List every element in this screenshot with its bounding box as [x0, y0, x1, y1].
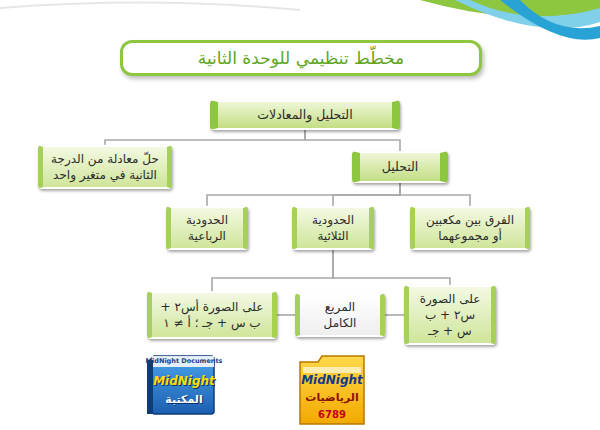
node-text: التحليل والمعادلات — [257, 107, 352, 124]
root-box: التحليل والمعادلات — [210, 100, 400, 130]
folder-shape — [300, 356, 364, 424]
node-text: على الصورة أس٢ + ب س + جـ ؛ أ ≠ ١ — [159, 299, 265, 331]
tree-connector — [212, 250, 333, 291]
topic-box: الحدودية الثلاثية — [292, 206, 374, 250]
branch-box: حلّ معادلة من الدرجة الثانية في متغير وا… — [38, 145, 172, 189]
topic-box: الفرق بين مكعبين أو مجموعهما — [410, 206, 530, 250]
folder-logo — [300, 356, 364, 424]
logo-text: 6789 — [318, 409, 346, 420]
logo-text: الرياضيات — [305, 392, 358, 404]
node-text: الفرق بين مكعبين أو مجموعهما — [422, 212, 518, 244]
node-text: الحدودية الثلاثية — [304, 212, 362, 244]
title-text: مخطّط تنظيمي للوحدة الثانية — [198, 48, 404, 68]
node-text: التحليل — [382, 159, 419, 176]
tree-connector — [207, 183, 400, 206]
logo-text: MidNight Documents — [146, 358, 223, 365]
logo-text: المكتبة — [165, 394, 202, 406]
tree-connector — [305, 130, 400, 151]
folder-band — [303, 367, 361, 373]
node-text: المربع الكامل — [307, 299, 373, 331]
corner-swoosh — [500, 0, 600, 40]
node-text: على الصورة س٢ + ب س + جـ — [416, 291, 484, 340]
node-text: الحدودية الرباعية — [178, 212, 236, 244]
node-text: حلّ معادلة من الدرجة الثانية في متغير وا… — [50, 151, 160, 183]
logo-text: MidNight — [153, 375, 215, 388]
tree-connector — [333, 250, 450, 285]
tree-connector — [277, 314, 295, 316]
title-box: مخطّط تنظيمي للوحدة الثانية — [120, 40, 482, 76]
form-box: على الصورة أس٢ + ب س + جـ ؛ أ ≠ ١ — [147, 291, 277, 339]
book-spine — [147, 360, 153, 414]
tree-connector — [105, 130, 305, 145]
branch-box: التحليل — [352, 151, 448, 183]
form-box: على الصورة س٢ + ب س + جـ — [404, 285, 496, 346]
logo-text: MidNight — [301, 374, 363, 387]
tree-connector — [400, 183, 470, 206]
method-box: المربع الكامل — [295, 293, 385, 337]
tree-connector — [385, 314, 404, 316]
corner-swoosh — [0, 2, 300, 10]
topic-box: الحدودية الرباعية — [166, 206, 248, 250]
